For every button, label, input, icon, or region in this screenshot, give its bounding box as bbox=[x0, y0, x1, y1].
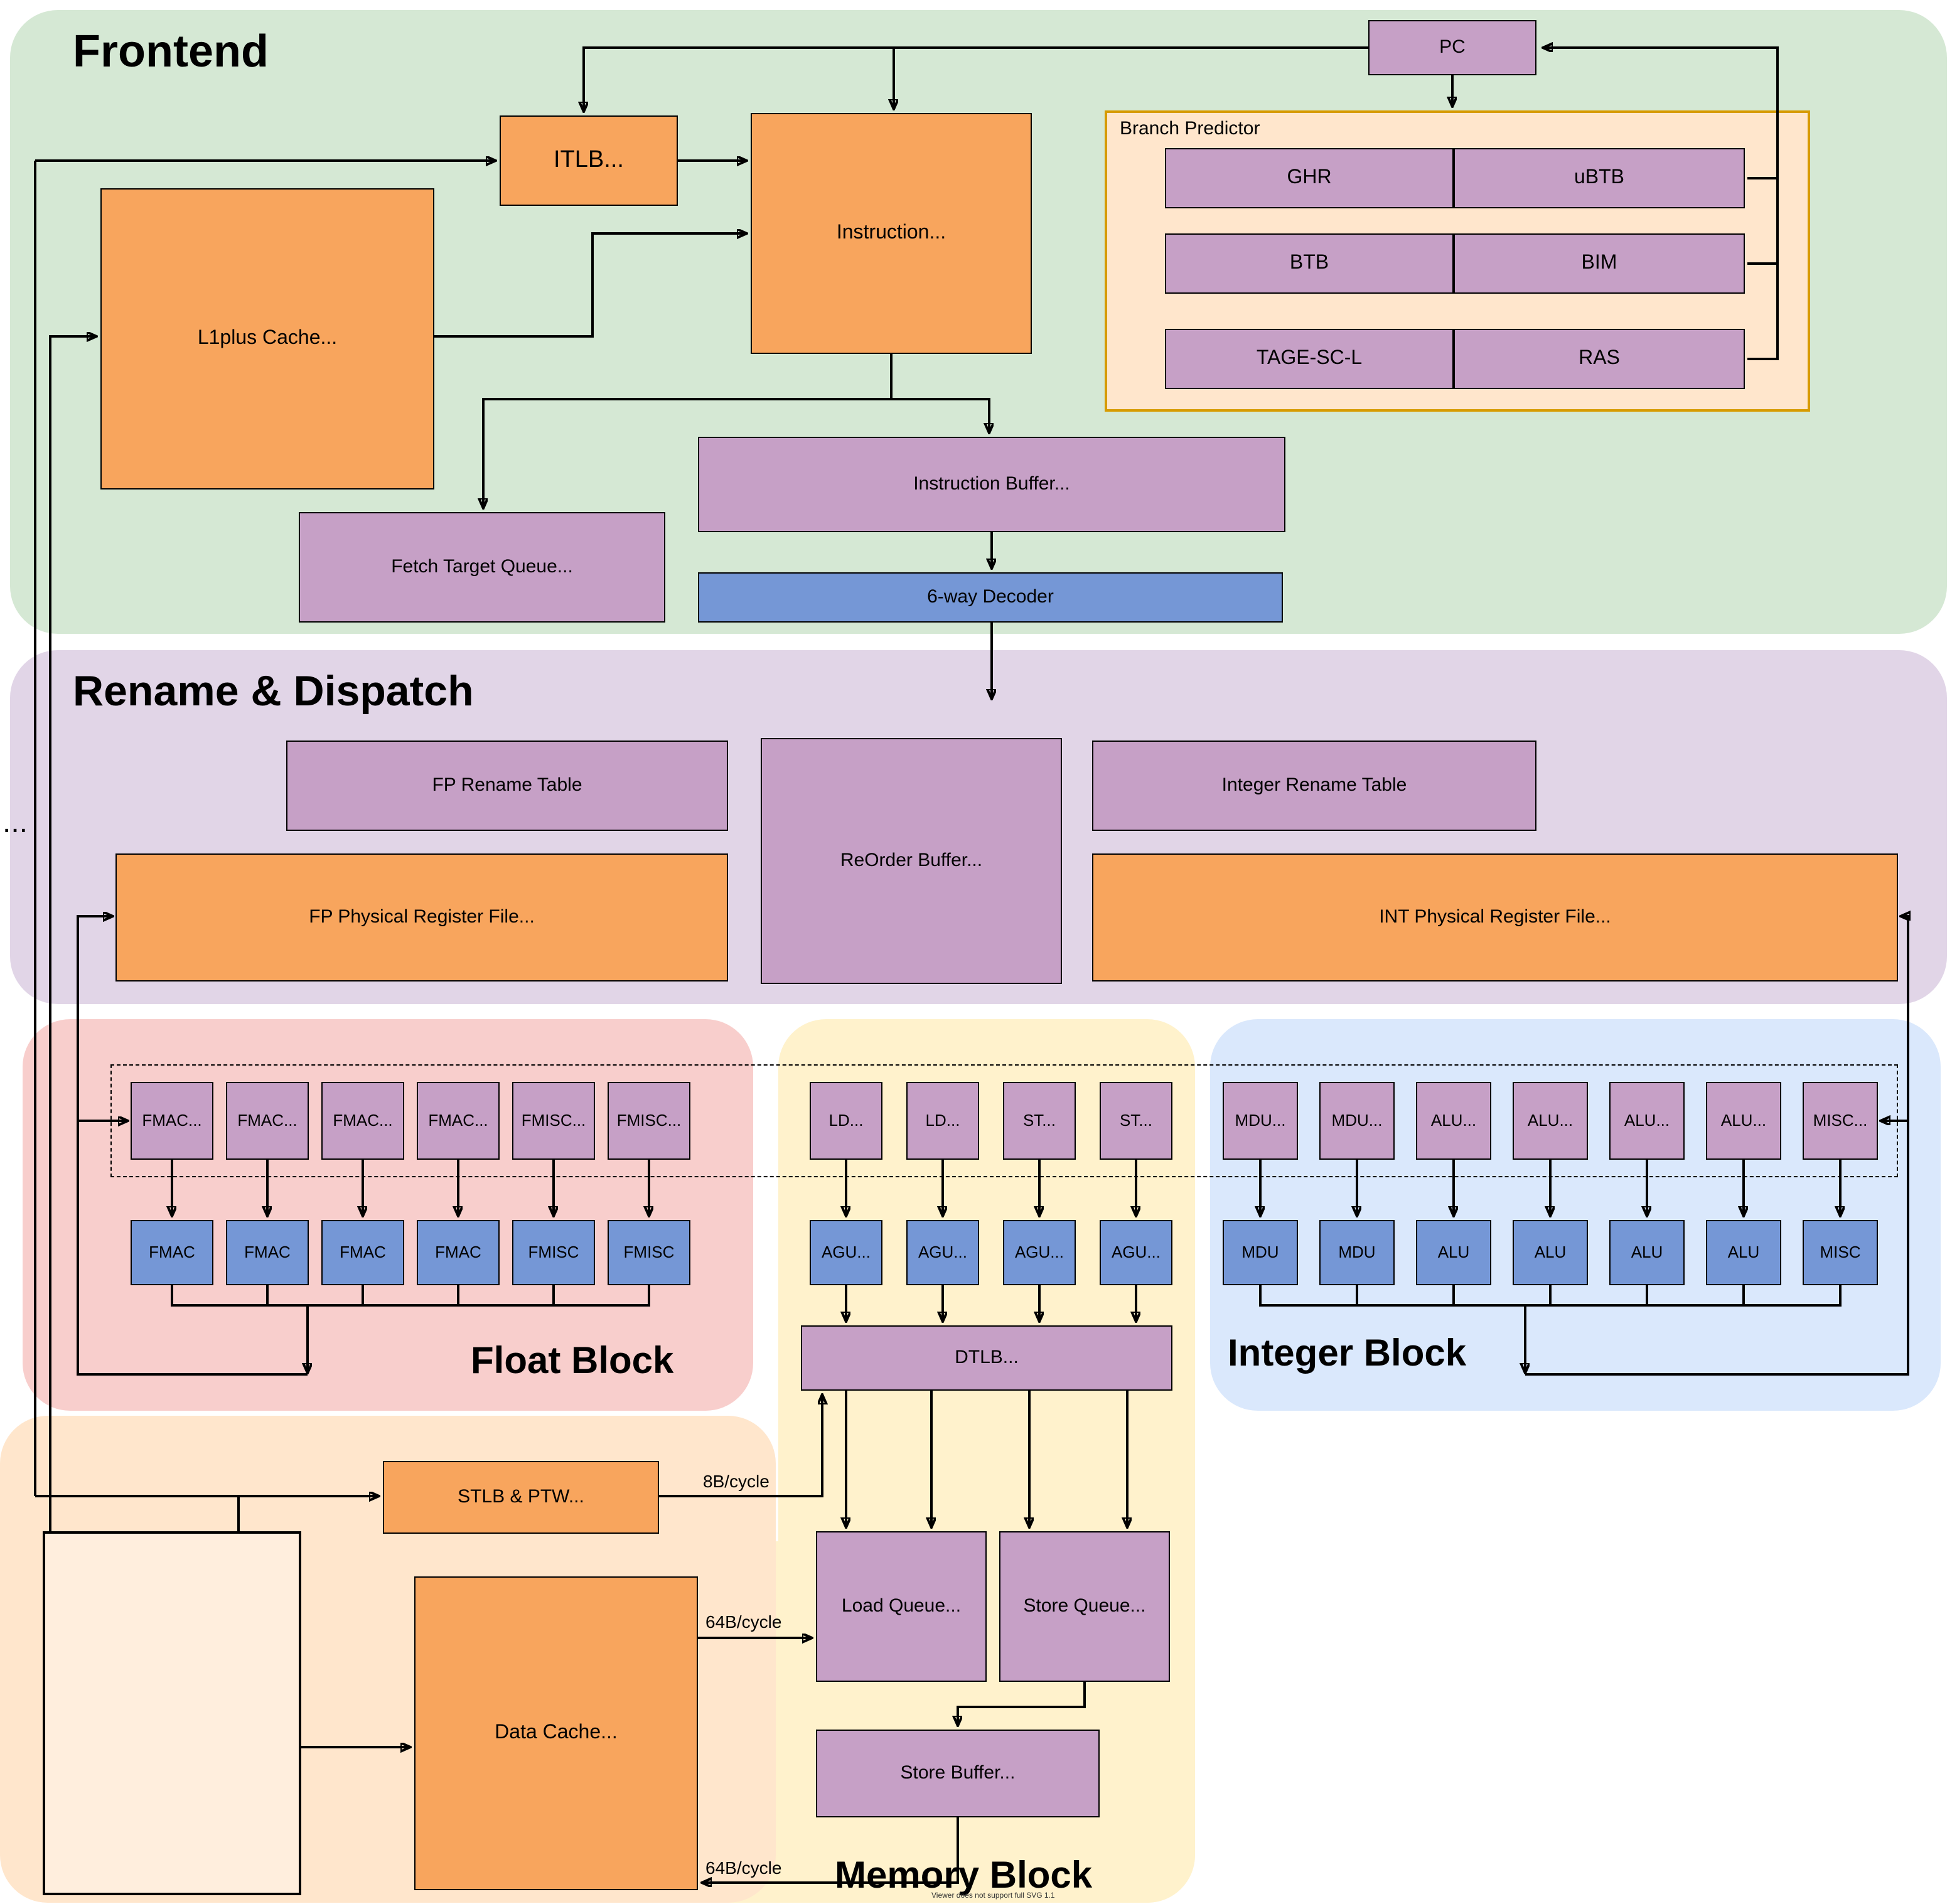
fmac-unit-1: FMAC bbox=[226, 1220, 309, 1285]
mdu-unit-0: MDU bbox=[1223, 1220, 1298, 1285]
memory-dispatch-port-1: LD... bbox=[906, 1082, 979, 1160]
memory-dispatch-port-2: ST... bbox=[1003, 1082, 1076, 1160]
float-dispatch-port-2: FMAC... bbox=[321, 1082, 404, 1160]
storebuf-dcache-bandwidth-label: 64B/cycle bbox=[705, 1858, 782, 1878]
fmisc-unit-0: FMISC bbox=[512, 1220, 595, 1285]
stlb-dtlb-bandwidth-label: 8B/cycle bbox=[703, 1471, 769, 1491]
integer-rename-table-box: Integer Rename Table bbox=[1092, 741, 1536, 831]
alu-unit-3: ALU bbox=[1706, 1220, 1781, 1285]
agu-unit-1: AGU... bbox=[906, 1220, 979, 1285]
int-physical-register-file-box: INT Physical Register File... bbox=[1092, 853, 1898, 981]
fmac-unit-2: FMAC bbox=[321, 1220, 404, 1285]
agu-unit-0: AGU... bbox=[810, 1220, 882, 1285]
agu-unit-2: AGU... bbox=[1003, 1220, 1076, 1285]
integer-dispatch-port-0: MDU... bbox=[1223, 1082, 1298, 1160]
l1plus-cache-box: L1plus Cache... bbox=[100, 188, 434, 489]
bim-box: BIM bbox=[1454, 233, 1745, 294]
mdu-unit-1: MDU bbox=[1319, 1220, 1395, 1285]
integer-dispatch-port-1: MDU... bbox=[1319, 1082, 1395, 1160]
fetch-target-queue-box: Fetch Target Queue... bbox=[299, 512, 665, 623]
itlb-box: ITLB... bbox=[500, 115, 678, 206]
ras-box: RAS bbox=[1454, 329, 1745, 389]
btb-box: BTB bbox=[1165, 233, 1454, 294]
ubtb-box: uBTB bbox=[1454, 148, 1745, 208]
viewer-note: Viewer does not support full SVG 1.1 bbox=[931, 1893, 1055, 1900]
float-dispatch-port-3: FMAC... bbox=[417, 1082, 500, 1160]
frontend-title: Frontend bbox=[73, 25, 269, 77]
memory-block-title: Memory Block bbox=[835, 1855, 1093, 1896]
dcache-loadq-bandwidth-label: 64B/cycle bbox=[705, 1612, 782, 1632]
dtlb-box: DTLB... bbox=[801, 1325, 1172, 1391]
fmisc-unit-1: FMISC bbox=[608, 1220, 690, 1285]
float-block-title: Float Block bbox=[471, 1340, 674, 1382]
fmac-unit-0: FMAC bbox=[131, 1220, 213, 1285]
alu-unit-0: ALU bbox=[1416, 1220, 1491, 1285]
integer-block-title: Integer Block bbox=[1228, 1333, 1467, 1374]
agu-unit-3: AGU... bbox=[1100, 1220, 1172, 1285]
omitted-connections-ellipsis: ... bbox=[3, 806, 28, 840]
instruction-buffer-box: Instruction Buffer... bbox=[698, 437, 1285, 532]
branch-predictor-title: Branch Predictor bbox=[1120, 118, 1260, 139]
ghr-box: GHR bbox=[1165, 148, 1454, 208]
float-dispatch-port-4: FMISC... bbox=[512, 1082, 595, 1160]
fmac-unit-3: FMAC bbox=[417, 1220, 500, 1285]
instruction-cache-box: Instruction... bbox=[751, 113, 1032, 354]
reorder-buffer-box: ReOrder Buffer... bbox=[761, 738, 1062, 984]
store-buffer-box: Store Buffer... bbox=[816, 1730, 1100, 1817]
misc-unit-0: MISC bbox=[1803, 1220, 1878, 1285]
load-queue-box: Load Queue... bbox=[816, 1531, 987, 1682]
data-cache-box: Data Cache... bbox=[414, 1576, 698, 1890]
memory-dispatch-port-3: ST... bbox=[1100, 1082, 1172, 1160]
memory-dispatch-port-0: LD... bbox=[810, 1082, 882, 1160]
integer-dispatch-port-2: ALU... bbox=[1416, 1082, 1491, 1160]
fp-physical-register-file-box: FP Physical Register File... bbox=[115, 853, 728, 981]
alu-unit-1: ALU bbox=[1513, 1220, 1588, 1285]
rename-dispatch-title: Rename & Dispatch bbox=[73, 668, 474, 715]
pc-box: PC bbox=[1368, 20, 1536, 75]
alu-unit-2: ALU bbox=[1609, 1220, 1685, 1285]
store-queue-box: Store Queue... bbox=[999, 1531, 1170, 1682]
tage-sc-l-box: TAGE-SC-L bbox=[1165, 329, 1454, 389]
decoder-box: 6-way Decoder bbox=[698, 572, 1283, 623]
float-dispatch-port-5: FMISC... bbox=[608, 1082, 690, 1160]
stlb-ptw-box: STLB & PTW... bbox=[383, 1461, 659, 1534]
l2-cache-box bbox=[43, 1531, 301, 1895]
dispatch-ports-dashed-outline bbox=[110, 1064, 1898, 1177]
fp-rename-table-box: FP Rename Table bbox=[286, 741, 728, 831]
